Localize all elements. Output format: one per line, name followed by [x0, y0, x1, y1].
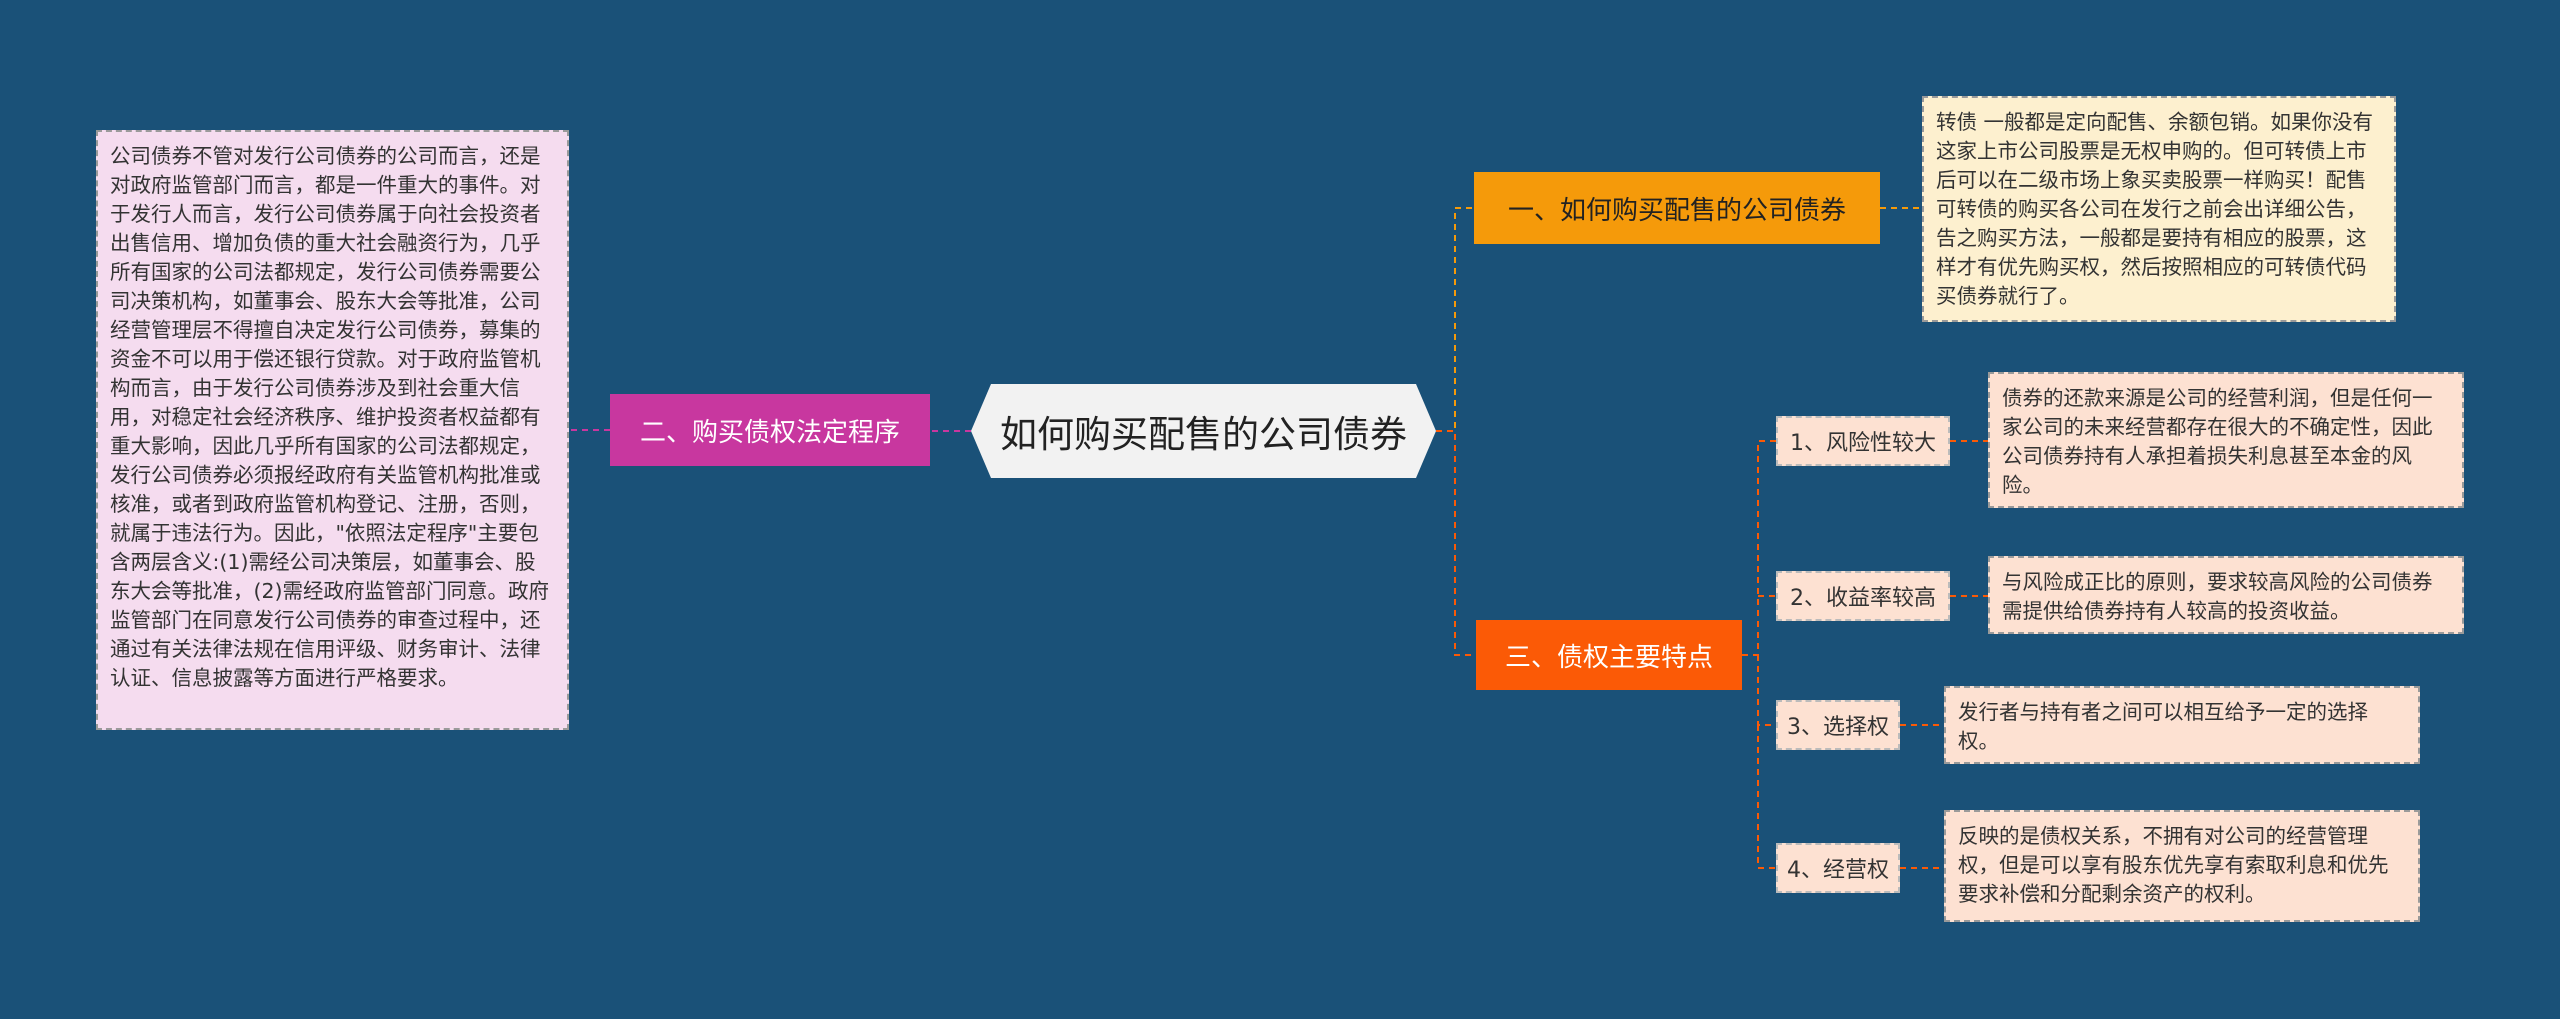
sub-topic-control-label: 4、经营权: [1787, 858, 1889, 883]
note-risk-text: 债券的还款来源是公司的经营利润，但是任何一家公司的未来经营都存在很大的不确定性，…: [2002, 386, 2433, 497]
branch-how-to-buy[interactable]: 一、如何购买配售的公司债券: [1474, 172, 1880, 244]
sub-topic-yield-label: 2、收益率较高: [1790, 586, 1936, 611]
note-option-text: 发行者与持有者之间可以相互给予一定的选择权。: [1958, 700, 2368, 753]
central-topic-label: 如何购买配售的公司债券: [1000, 413, 1407, 456]
note-option[interactable]: 发行者与持有者之间可以相互给予一定的选择权。: [1944, 686, 2420, 764]
branch-legal-procedure-label: 二、购买债权法定程序: [639, 417, 900, 448]
sub-topic-risk-label: 1、风险性较大: [1790, 431, 1936, 456]
note-how-to-buy[interactable]: 转债 一般都是定向配售、余额包销。如果你没有这家上市公司股票是无权申购的。但可转…: [1922, 96, 2396, 322]
sub-topic-risk[interactable]: 1、风险性较大: [1776, 416, 1950, 466]
connector-center-branch3: [1436, 430, 1476, 656]
branch-features[interactable]: 三、债权主要特点: [1476, 620, 1742, 690]
note-yield[interactable]: 与风险成正比的原则，要求较高风险的公司债券需提供给债券持有人较高的投资收益。: [1988, 556, 2464, 634]
note-risk[interactable]: 债券的还款来源是公司的经营利润，但是任何一家公司的未来经营都存在很大的不确定性，…: [1988, 372, 2464, 508]
branch-legal-procedure[interactable]: 二、购买债权法定程序: [610, 394, 930, 466]
sub-topic-yield[interactable]: 2、收益率较高: [1776, 571, 1950, 621]
connector-branch3-subs: [1742, 440, 1776, 869]
note-control-text: 反映的是债权关系，不拥有对公司的经营管理权，但是可以享有股东优先享有索取利息和优…: [1958, 824, 2389, 906]
note-yield-text: 与风险成正比的原则，要求较高风险的公司债券需提供给债券持有人较高的投资收益。: [2002, 570, 2433, 623]
sub-topic-option[interactable]: 3、选择权: [1776, 700, 1900, 750]
branch-features-label: 三、债权主要特点: [1504, 642, 1713, 673]
branch-how-to-buy-label: 一、如何购买配售的公司债券: [1507, 195, 1846, 226]
sub-topic-control[interactable]: 4、经营权: [1776, 843, 1900, 893]
note-how-to-buy-text: 转债 一般都是定向配售、余额包销。如果你没有这家上市公司股票是无权申购的。但可转…: [1936, 110, 2374, 308]
connector-center-branch1: [1436, 207, 1474, 432]
note-legal-procedure[interactable]: 公司债券不管对发行公司债券的公司而言，还是对政府监管部门而言，都是一件重大的事件…: [96, 130, 569, 730]
central-topic[interactable]: 如何购买配售的公司债券: [971, 384, 1436, 478]
sub-topic-option-label: 3、选择权: [1787, 715, 1889, 740]
note-legal-procedure-text: 公司债券不管对发行公司债券的公司而言，还是对政府监管部门而言，都是一件重大的事件…: [110, 144, 550, 690]
note-control[interactable]: 反映的是债权关系，不拥有对公司的经营管理权，但是可以享有股东优先享有索取利息和优…: [1944, 810, 2420, 922]
